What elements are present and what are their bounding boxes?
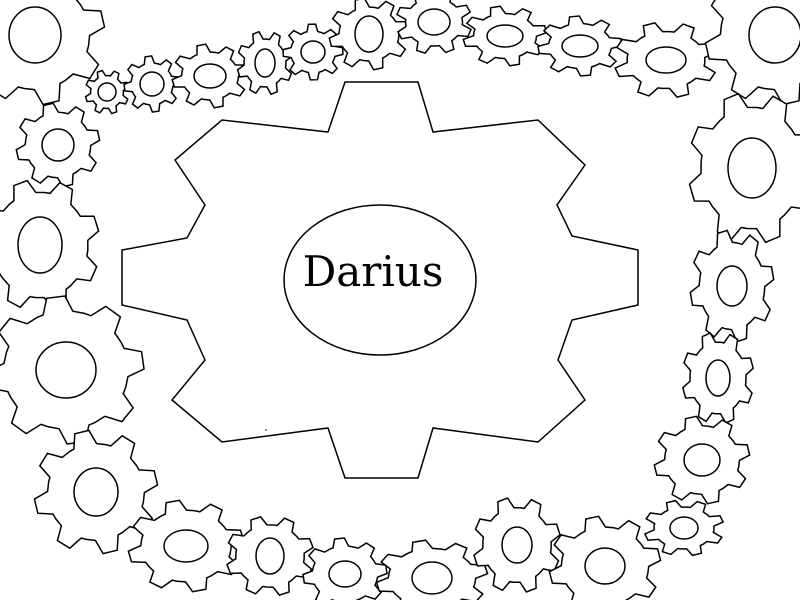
gear-hole: [584, 547, 626, 585]
gear-hole: [73, 467, 119, 517]
gear-hole: [705, 359, 731, 397]
gear-hole: [163, 529, 209, 563]
gear-hole: [328, 560, 362, 588]
gear-hole: [683, 443, 721, 477]
gear-hole: [486, 24, 524, 48]
gear-hole: [716, 265, 748, 307]
gear: [282, 23, 344, 81]
gear: [15, 102, 101, 188]
gear: [681, 332, 755, 424]
gear-hole: [417, 8, 451, 36]
gear-hole: [501, 526, 533, 564]
gear-hole: [645, 46, 687, 74]
gear-hole: [8, 6, 62, 64]
gear-hole: [669, 516, 699, 540]
gear-hole: [748, 6, 800, 64]
gear: [302, 537, 388, 600]
gear-hole: [354, 15, 384, 53]
gear-hole: [561, 34, 599, 58]
gear: [548, 515, 662, 600]
stray-dot: [265, 429, 267, 431]
gear-hole: [193, 63, 227, 89]
gear-hole: [300, 40, 326, 64]
gear: [537, 15, 623, 77]
gear: [226, 516, 314, 596]
gear: [643, 499, 725, 557]
gear-hole: [255, 537, 285, 575]
gear: [704, 0, 800, 106]
gear: [236, 30, 294, 96]
gear: [84, 69, 130, 115]
gear: [127, 499, 245, 593]
gear: [653, 415, 751, 505]
gear-hole: [97, 82, 117, 102]
gear: [123, 55, 181, 113]
gear: [462, 5, 548, 67]
gear-hole: [17, 216, 63, 274]
gear-hole: [35, 341, 97, 399]
gear: [0, 0, 106, 106]
gear-hole: [139, 71, 165, 97]
gear: [396, 0, 472, 54]
gear-hole: [727, 137, 777, 199]
center-name-label: Darius: [303, 247, 444, 296]
gear-hole: [411, 561, 453, 595]
gear: [375, 539, 489, 600]
gear: [473, 497, 561, 593]
gear-hole: [41, 128, 75, 162]
gear: [171, 43, 249, 109]
gear-hole: [254, 48, 276, 78]
gear: [0, 295, 145, 445]
gear: [33, 429, 159, 555]
gear: [614, 22, 718, 98]
center-gear-hole: [283, 204, 477, 356]
gear: [688, 92, 800, 244]
gear: [0, 179, 100, 311]
gear: [689, 229, 775, 343]
gear: [328, 0, 410, 71]
